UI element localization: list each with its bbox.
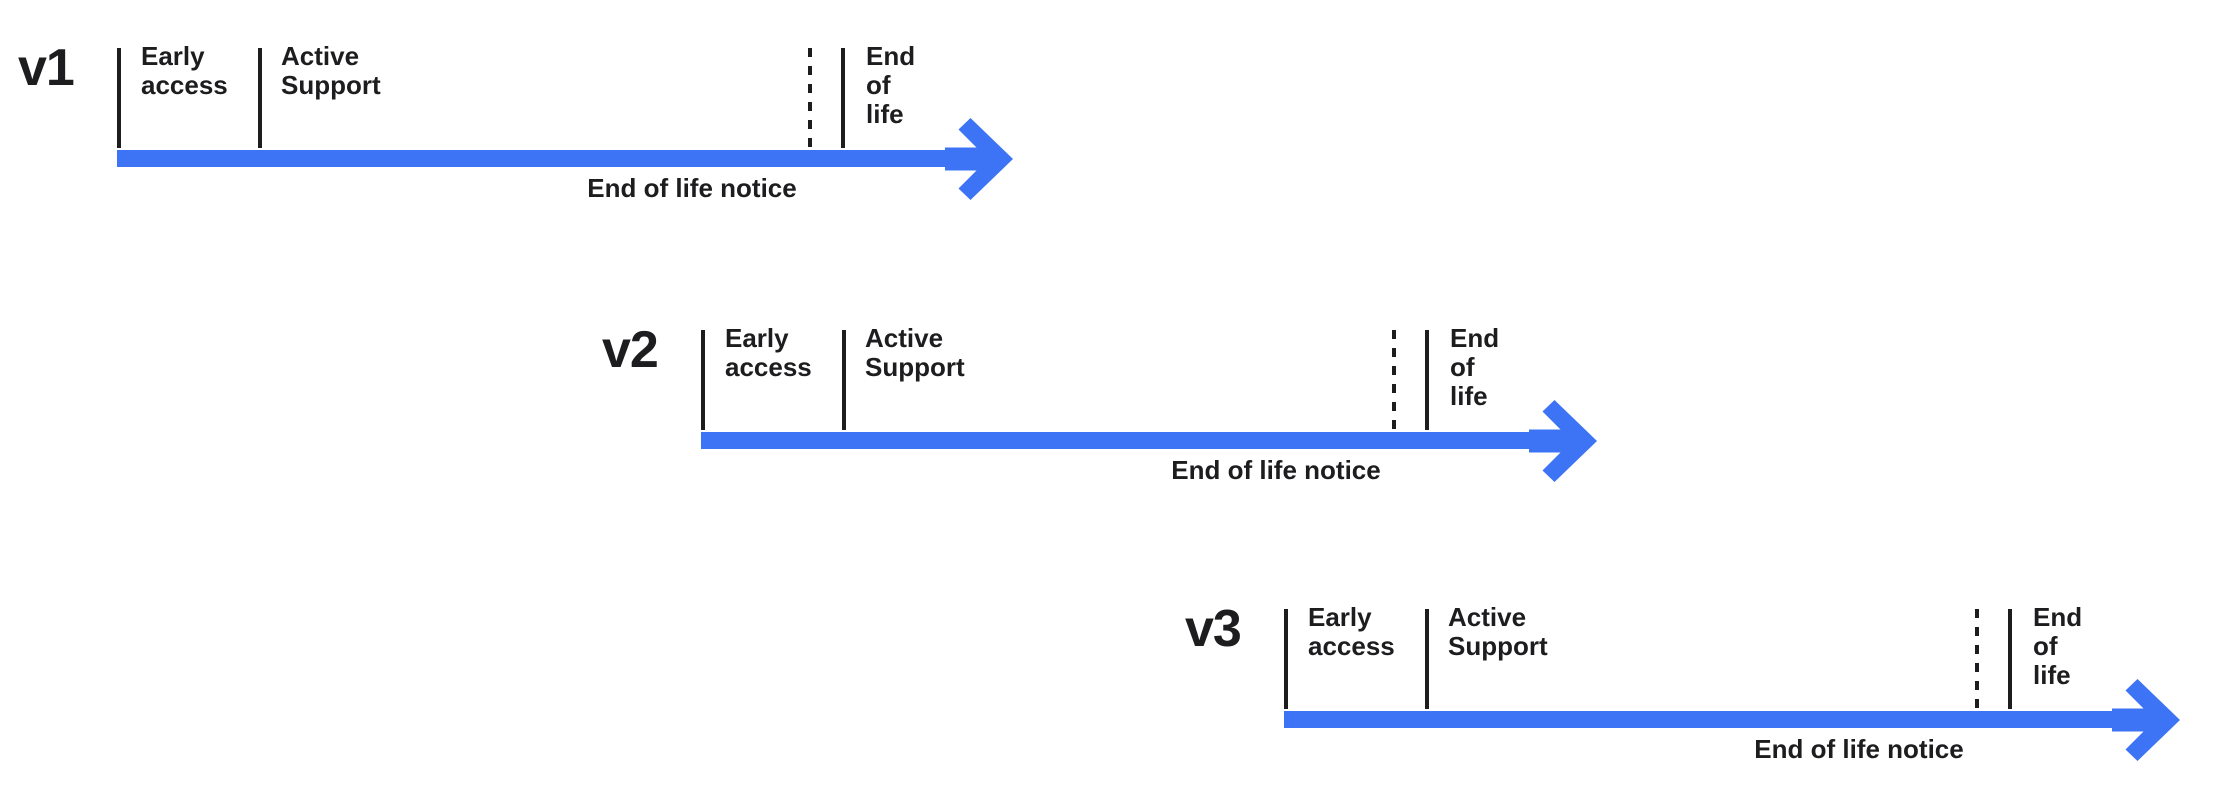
phase-label-active-support: Active Support (1448, 602, 1548, 662)
phase-divider-end-of-life-start (1425, 330, 1429, 430)
phase-divider-end-of-life-start (841, 48, 845, 148)
phase-divider-early-access-end (1425, 609, 1429, 709)
lifetime-bar-v1 (117, 150, 947, 167)
phase-divider-start (1284, 609, 1288, 709)
arrow-head-icon (2112, 678, 2184, 761)
notice-label-end-of-life-notice: End of life notice (1754, 734, 1964, 764)
version-tag-v1: v1 (18, 39, 75, 97)
end-of-life-notice-marker (808, 48, 812, 148)
phase-label-early-access: Early access (725, 323, 812, 383)
lifetime-bar-v3 (1284, 711, 2114, 728)
phase-divider-early-access-end (842, 330, 846, 430)
lifetime-bar-v2 (701, 432, 1531, 449)
phase-divider-start (701, 330, 705, 430)
version-tag-v3: v3 (1185, 600, 1242, 658)
version-tag-v2: v2 (602, 321, 659, 379)
phase-label-early-access: Early access (1308, 602, 1395, 662)
phase-label-active-support: Active Support (865, 323, 965, 383)
phase-label-end-of-life: End of life (1450, 323, 1500, 412)
notice-label-end-of-life-notice: End of life notice (587, 173, 797, 203)
phase-divider-end-of-life-start (2008, 609, 2012, 709)
notice-label-end-of-life-notice: End of life notice (1171, 455, 1381, 485)
phase-label-end-of-life: End of life (866, 41, 916, 130)
arrow-head-icon (1529, 399, 1601, 482)
phase-divider-start (117, 48, 121, 148)
phase-label-active-support: Active Support (281, 41, 381, 101)
phase-label-early-access: Early access (141, 41, 228, 101)
phase-label-end-of-life: End of life (2033, 602, 2083, 691)
end-of-life-notice-marker (1392, 330, 1396, 430)
end-of-life-notice-marker (1975, 609, 1979, 709)
arrow-head-icon (945, 117, 1017, 200)
phase-divider-early-access-end (258, 48, 262, 148)
